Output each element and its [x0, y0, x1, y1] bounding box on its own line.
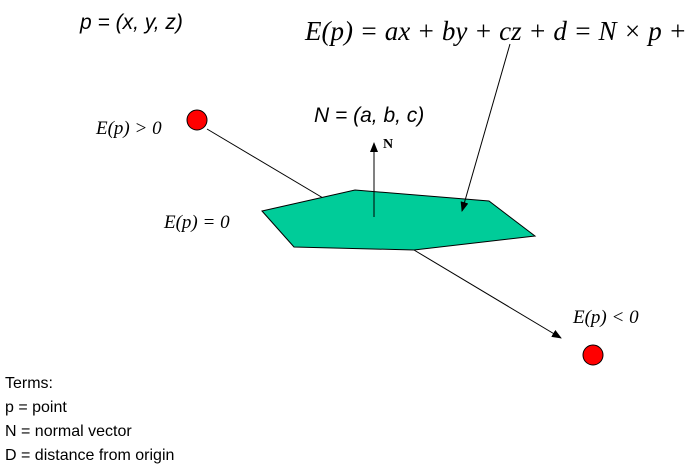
- normal-arrow-label: N: [383, 137, 394, 152]
- terms-heading: Terms:: [5, 375, 53, 392]
- negative-point: [582, 344, 604, 366]
- ray-plane-to-negative: [413, 249, 562, 339]
- term-normal: N = normal vector: [5, 423, 132, 440]
- point-definition: p = (x, y, z): [80, 11, 183, 34]
- label-positive-side: E(p) > 0: [96, 118, 162, 139]
- terms-legend: Terms: p = point N = normal vector D = d…: [5, 372, 174, 468]
- term-point: p = point: [5, 399, 67, 416]
- normal-definition: N = (a, b, c): [314, 104, 425, 127]
- plane-polygon: [261, 189, 537, 251]
- label-on-plane: E(p) = 0: [164, 212, 230, 233]
- label-negative-side: E(p) < 0: [573, 307, 639, 328]
- plane-equation: E(p) = ax + by + cz + d = N × p + d: [305, 16, 689, 46]
- term-distance: D = distance from origin: [5, 447, 175, 464]
- equation-pointer-arrow: [460, 43, 511, 212]
- positive-point: [186, 109, 208, 131]
